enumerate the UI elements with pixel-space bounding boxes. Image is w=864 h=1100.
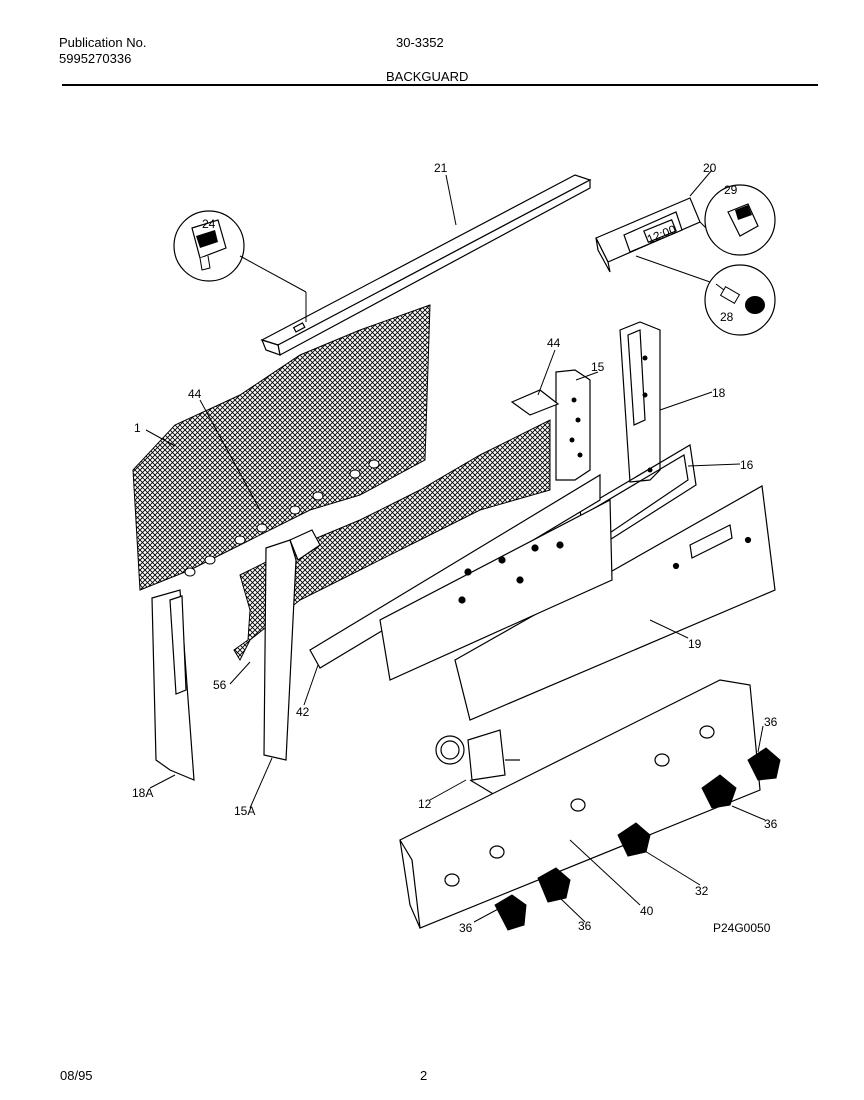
callout-15a: 15A	[234, 804, 255, 818]
callout-36-left: 36	[459, 921, 473, 935]
leader-lines	[145, 169, 766, 923]
diagram-code: P24G0050	[713, 921, 771, 935]
callout-40: 40	[640, 904, 654, 918]
thermostat-part	[435, 729, 520, 799]
publication-label: Publication No.	[59, 35, 147, 50]
callout-19: 19	[688, 637, 702, 651]
clock-knob-part	[704, 184, 776, 256]
footer-date: 08/95	[60, 1068, 93, 1083]
callout-12: 12	[418, 797, 432, 811]
callout-18a: 18A	[132, 786, 153, 800]
callout-24: 24	[202, 217, 216, 231]
clock-stem-part	[704, 264, 776, 336]
callout-1: 1	[134, 421, 141, 435]
control-panel-overlay-part	[454, 485, 776, 721]
callout-56: 56	[213, 678, 227, 692]
callout-28: 28	[720, 310, 734, 324]
knob-panel-part	[399, 679, 761, 929]
callout-36-middle: 36	[578, 919, 592, 933]
callout-20: 20	[703, 161, 717, 175]
callout-44-left: 44	[188, 387, 202, 401]
callout-32: 32	[695, 884, 709, 898]
left-bracket-parts	[151, 529, 321, 781]
model-number: 30-3352	[396, 35, 444, 50]
top-trim-part	[260, 174, 592, 356]
callout-21: 21	[434, 161, 448, 175]
callout-16: 16	[740, 458, 754, 472]
callout-36-upper: 36	[764, 715, 778, 729]
callout-36-right: 36	[764, 817, 778, 831]
callout-18: 18	[712, 386, 726, 400]
clock-part	[595, 197, 717, 283]
insulation-panel-part	[132, 304, 551, 662]
section-title: BACKGUARD	[386, 69, 469, 84]
footer-page-number: 2	[420, 1068, 428, 1083]
panel-backing-part	[309, 473, 613, 681]
bracket-holes	[569, 355, 653, 473]
callout-15: 15	[591, 360, 605, 374]
burner-knob-parts	[494, 747, 781, 931]
callout-44-right: 44	[547, 336, 561, 350]
callout-42: 42	[296, 705, 310, 719]
callout-29: 29	[724, 183, 738, 197]
switch-part	[173, 210, 307, 322]
header-rule	[62, 84, 818, 86]
right-bracket-parts	[510, 321, 661, 483]
publication-number: 5995270336	[59, 51, 132, 66]
